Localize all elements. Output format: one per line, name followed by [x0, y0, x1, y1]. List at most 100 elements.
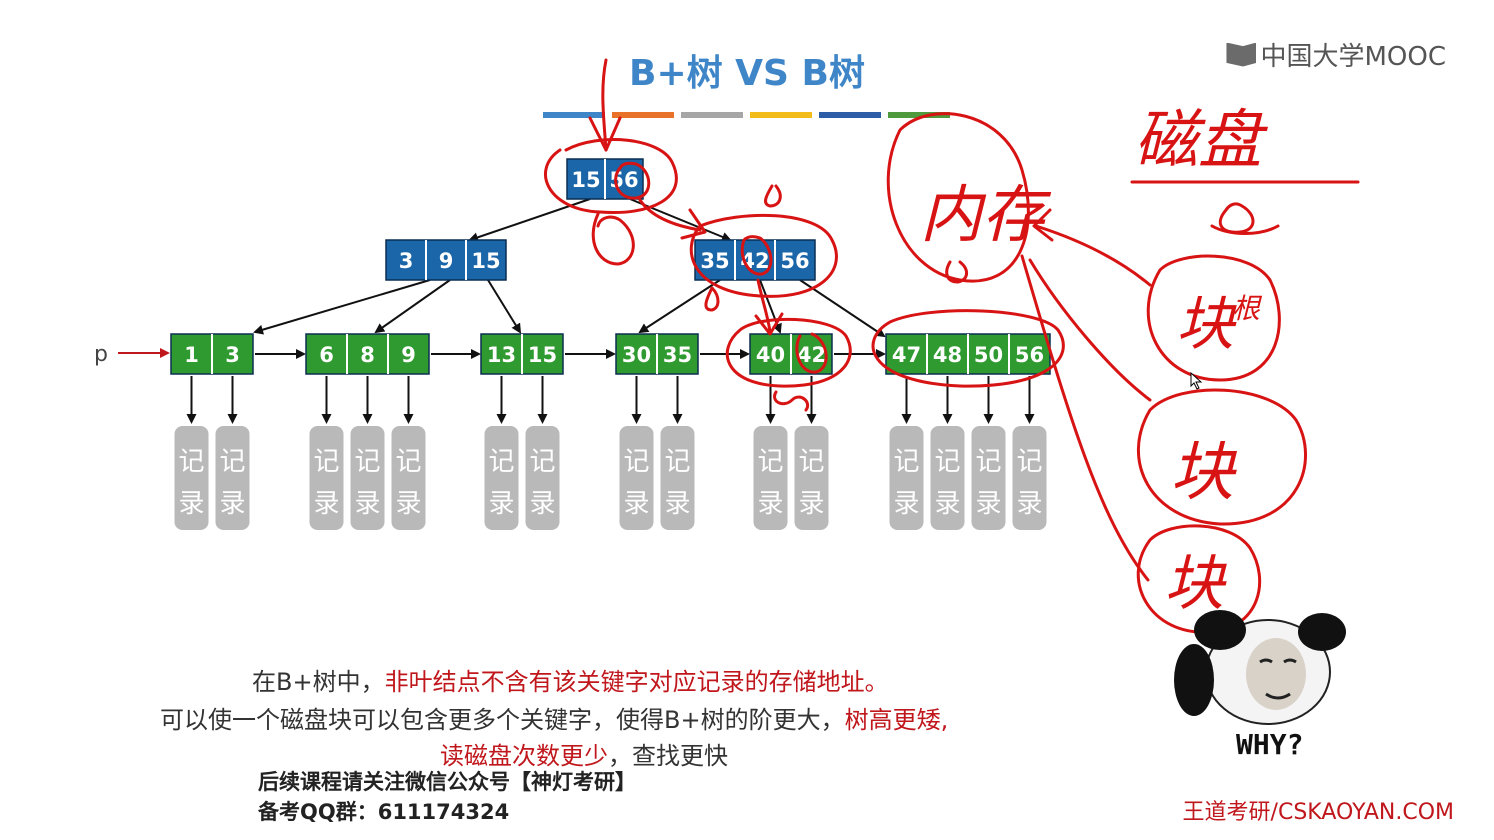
- record-char-1: 记: [354, 447, 380, 477]
- record-char-2: 录: [178, 489, 204, 519]
- ink-circle-42: [740, 235, 773, 276]
- ink-label-root: 根: [1232, 292, 1263, 325]
- mooc-logo: 中国大学MOOC: [1226, 36, 1446, 73]
- record-block: 记录: [484, 426, 519, 530]
- leaf-node-1-key: 3: [225, 343, 240, 367]
- edge-l2left-leaf3: [487, 279, 522, 334]
- ink-circle-block-3: [1136, 524, 1262, 634]
- ink-circle-memory: [886, 112, 1030, 283]
- title-color-bar-5: [819, 112, 881, 118]
- record-block: 记录: [660, 426, 695, 530]
- record-block: 记录: [794, 426, 829, 530]
- record-block-box: [794, 426, 829, 530]
- leaf-node-2-key: 8: [360, 343, 375, 367]
- root-node-key: 15: [571, 168, 600, 192]
- leaf-node-2-key: 6: [319, 343, 334, 367]
- ink-circle-leaf6: [871, 309, 1065, 388]
- record-block: 记录: [889, 426, 924, 530]
- ink-delta-memory: [945, 260, 968, 284]
- panda-meme-image: [1174, 610, 1346, 725]
- record-char-2: 录: [893, 489, 919, 519]
- record-block-box: [525, 426, 560, 530]
- internal-node-left-box: [385, 239, 507, 281]
- record-char-1: 记: [623, 447, 649, 477]
- title-color-bar-2: [612, 112, 674, 118]
- leaf-node-4: 30 35: [615, 333, 699, 375]
- record-block: 记录: [174, 426, 209, 530]
- caption-line-2-b: 树高更矮,: [844, 706, 949, 734]
- caption-line-2-a: 可以使一个磁盘块可以包含更多个关键字，使得B+树的阶更大，: [160, 706, 845, 734]
- ink-arrow-block1-memory: [1034, 224, 1152, 287]
- caption-line-1: 在B+树中，非叶结点不含有该关键字对应记录的存储地址。: [252, 662, 889, 697]
- record-char-1: 记: [395, 447, 421, 477]
- leaf-node-5-key: 40: [756, 343, 785, 367]
- title-color-bar-3: [681, 112, 743, 118]
- record-block-box: [350, 426, 385, 530]
- leaf-node-3: 13 15: [480, 333, 564, 375]
- record-char-2: 录: [623, 489, 649, 519]
- ink-scribble-record: [773, 390, 809, 412]
- ink-label-memory: 内存: [920, 178, 1052, 251]
- ink-delta-disk-base: [1210, 224, 1280, 235]
- record-char-1: 记: [529, 447, 555, 477]
- record-char-1: 记: [934, 447, 960, 477]
- title-color-bar-1: [543, 112, 605, 118]
- ink-delta-under-root: [591, 212, 635, 266]
- ink-arrow-block3-memory: [1020, 254, 1150, 582]
- internal-node-left-key: 15: [471, 249, 500, 273]
- title-color-bar-6: [888, 112, 950, 118]
- record-block: 记录: [309, 426, 344, 530]
- leaf-node-3-key: 13: [487, 343, 516, 367]
- caption-line-3-a: 读磁盘次数更少: [440, 742, 608, 770]
- record-block: 记录: [350, 426, 385, 530]
- leaf-node-6-key: 56: [1015, 343, 1044, 367]
- record-block-box: [889, 426, 924, 530]
- mooc-logo-text: 中国大学MOOC: [1260, 42, 1446, 72]
- leaf-node-6-key: 48: [933, 343, 962, 367]
- ink-delta-disk: [1218, 202, 1255, 234]
- leaf-node-6-key: 50: [974, 343, 1003, 367]
- ink-label-block-3: 块: [1164, 549, 1227, 619]
- why-caption: WHY?: [1236, 728, 1304, 761]
- record-char-2: 录: [313, 489, 339, 519]
- ink-arrow-42-leaf: [756, 278, 772, 334]
- record-block: 记录: [971, 426, 1006, 530]
- record-char-1: 记: [975, 447, 1001, 477]
- ink-arrowhead-right: [680, 208, 707, 240]
- ink-arrow-block2-memory: [1028, 258, 1152, 402]
- leaf-node-4-key: 30: [622, 343, 651, 367]
- record-block: 记录: [753, 426, 788, 530]
- record-char-2: 录: [529, 489, 555, 519]
- record-char-2: 录: [354, 489, 380, 519]
- ink-label-block-root: 块: [1176, 290, 1237, 358]
- mouse-cursor-icon: [1190, 372, 1203, 390]
- leaf-node-4-key: 35: [663, 343, 692, 367]
- record-block-box: [753, 426, 788, 530]
- ink-delta-left-right: [704, 286, 720, 312]
- record-char-1: 记: [488, 447, 514, 477]
- leaf-node-3-key: 15: [528, 343, 557, 367]
- record-block: 记录: [525, 426, 560, 530]
- record-block: 记录: [1012, 426, 1047, 530]
- record-block-box: [1012, 426, 1047, 530]
- p-pointer-label: p: [94, 342, 108, 367]
- record-block: 记录: [391, 426, 426, 530]
- mooc-logo-icon: [1226, 42, 1257, 67]
- record-block: 记录: [930, 426, 965, 530]
- follow-qq-text: 备考QQ群：611174324: [258, 800, 510, 824]
- record-char-1: 记: [798, 447, 824, 477]
- internal-node-right-box: [694, 239, 816, 281]
- record-char-1: 记: [219, 447, 245, 477]
- follow-wechat-text: 后续课程请关注微信公众号【神灯考研】: [258, 770, 636, 794]
- record-block-box: [930, 426, 965, 530]
- record-block-box: [619, 426, 654, 530]
- internal-node-left-key: 3: [399, 249, 414, 273]
- record-block-box: [215, 426, 250, 530]
